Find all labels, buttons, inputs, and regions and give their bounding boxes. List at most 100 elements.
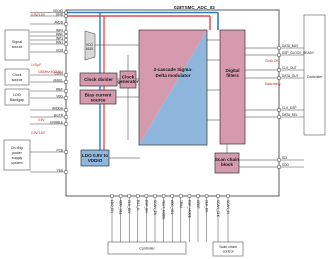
ldo-label-2: VDDIO (88, 158, 103, 163)
signal-source-label-1: Signal (12, 40, 22, 44)
left-pin-label: BGTR (54, 113, 64, 117)
right-pin-label: CLK_DSP (282, 106, 297, 110)
right-pin-label: DATA_BUS (282, 44, 298, 48)
right-pin-pad (277, 68, 281, 72)
left-pin-pad (64, 115, 68, 119)
ldo-bandgap-label-2: Bandgap (10, 98, 24, 102)
left-pin-label: GND (56, 12, 64, 16)
right-pin-group: DATA_BUS DSP_CLOCK_READY CLK_OUT DATA_OUT CL… (277, 44, 315, 169)
on-chip-label-3: supply (12, 156, 23, 160)
bottom-pin-label: SCAN_CLK (216, 200, 220, 218)
clock-divider-label: Clock divider (84, 77, 113, 82)
left-pin-pad (64, 89, 68, 93)
digital-filters-label-2: filters (226, 73, 239, 78)
digital-filters-label-1: Digital (225, 68, 239, 73)
right-pin-pad (277, 53, 281, 57)
bottom-pin-label: RST_N (136, 200, 140, 211)
bottom-pin-label: SCAN_IN (226, 200, 230, 215)
left-pin-label: INN0 (56, 32, 63, 36)
left-pin-label: VBG (56, 94, 63, 98)
bottom-pin-label: ADC_SEL (170, 200, 174, 215)
left-pin-pad (64, 73, 68, 77)
left-pin-pad (64, 122, 68, 126)
left-pin-label: PCB (56, 148, 63, 152)
bottom-pin-label: CLK_DIV (127, 200, 131, 214)
clock-divider-block (79, 72, 118, 87)
bottom-pin-label: SCAN_EN (153, 200, 157, 216)
vco-mux-label: VCO (86, 43, 93, 47)
vco-mux-block (84, 30, 96, 61)
modulator-blue-half (139, 30, 207, 145)
modulator-block (138, 29, 208, 146)
right-pin-label: SDO (282, 163, 289, 167)
bottom-pin-pad (153, 194, 157, 198)
bottom-pin-label: DSP_EN (144, 200, 148, 213)
bottom-pin-pad (110, 194, 114, 198)
clock-generator-label-1: Clock (122, 75, 135, 80)
scan-chain-label-2: block (221, 162, 233, 167)
annotation-ok: Clock OK (265, 59, 279, 63)
bottom-pin-pad (170, 194, 174, 198)
left-pin-pad (64, 42, 68, 46)
left-pin-label: INN1 (56, 40, 63, 44)
right-pin-label: DATA_OUT (282, 74, 299, 78)
right-pin-pad (277, 165, 281, 169)
controller-right-box (303, 14, 326, 136)
left-pin-label: AVDDH (52, 106, 64, 110)
left-pin-pad (64, 50, 68, 54)
bottom-pin-pad (161, 194, 166, 198)
left-pin-label: CLKin (54, 71, 63, 75)
signal-source-label-2: source (12, 45, 23, 49)
left-pin-pad (64, 96, 68, 100)
right-pin-label: DSP_CLOCK_READY (282, 51, 315, 55)
left-pin-label: IREF (56, 87, 63, 91)
bottom-pin-pad (204, 194, 209, 198)
annotation-ref-cap: 1V/1pF (31, 63, 41, 67)
internal-wiring (95, 39, 279, 168)
right-pin-pad (277, 158, 281, 162)
left-pin-label: VSS (57, 168, 63, 172)
left-pin-pad (64, 30, 68, 34)
right-pin-pad (277, 46, 281, 50)
chip-title: 028TSMC_ADC_02 (174, 5, 215, 10)
left-pin-label: ENABLE (50, 120, 63, 124)
left-pin-pad (64, 34, 68, 38)
bottom-pin-pad (226, 194, 230, 198)
ldo-bandgap-label-1: LDO (13, 93, 21, 97)
bottom-pin-pad (179, 194, 183, 198)
right-pin-pad (277, 115, 281, 119)
left-pin-pad (64, 10, 68, 15)
bottom-pin-label: DSP_MODE (187, 200, 191, 218)
left-pin-pad (64, 80, 68, 84)
bottom-pin-pad (127, 194, 131, 198)
bias-current-label-2: source (90, 98, 106, 103)
clock-generator-label-2: generator (117, 79, 138, 84)
scan-chain-label-1: Scan chain (215, 157, 239, 162)
right-pin-label: DATA_SEL (282, 113, 298, 117)
vco-mux-label-2: MUX (86, 47, 94, 51)
clock-source-box (4, 68, 30, 86)
left-pin-label: clkSEL (53, 78, 63, 82)
right-pin-label: CLK_OUT (282, 66, 297, 70)
left-pin-pad (64, 108, 68, 112)
scan-chain-control-label-2: control (223, 250, 234, 254)
bottom-pin-label: VREF (196, 200, 200, 209)
annotation-data-ready: Data ready (265, 82, 281, 86)
modulator-label-2: Delta modulator (156, 73, 191, 78)
on-chip-label-1: On chip (11, 146, 23, 150)
left-pin-label: INP1 (56, 36, 63, 40)
signal-source-box (4, 29, 30, 61)
on-chip-label-2: power (12, 151, 23, 155)
on-chip-label-4: system (11, 161, 22, 165)
left-pin-pad (64, 38, 68, 42)
annotation-reset: 0.9V (38, 118, 45, 122)
modulator-label-1: 2-cascade Sigma- (154, 67, 193, 72)
right-pin-label: SDI (282, 156, 287, 160)
bottom-pin-label: TRIM (179, 200, 183, 208)
left-pin-pad (64, 170, 68, 174)
left-pin-label: VDDIO (53, 9, 64, 13)
ldo-bandgap-box (4, 88, 30, 106)
left-pin-label: AVDD (54, 20, 63, 24)
